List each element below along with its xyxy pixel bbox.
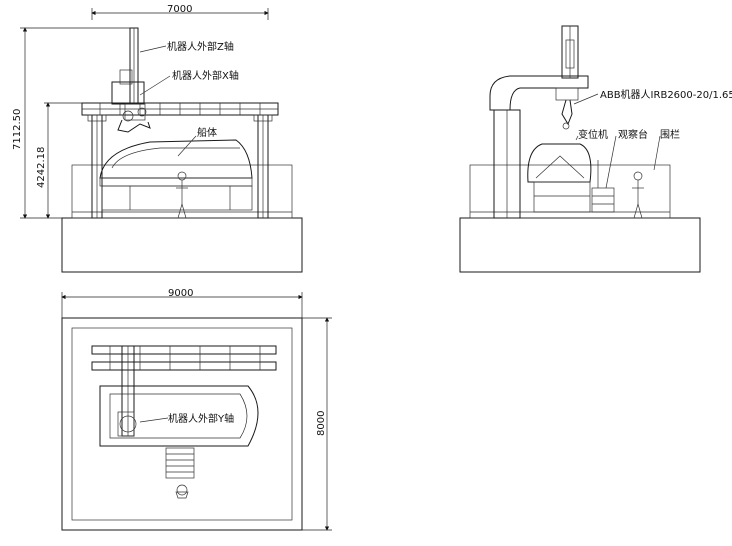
top-stairs bbox=[165, 447, 195, 479]
dim-front-width: 7000 bbox=[167, 4, 192, 15]
side-hull bbox=[527, 143, 592, 183]
label-y-axis: 机器人外部Y轴 bbox=[168, 412, 234, 425]
top-hull bbox=[99, 385, 259, 447]
top-fence bbox=[71, 327, 293, 521]
dim-top-width: 9000 bbox=[168, 288, 193, 299]
side-positioner bbox=[533, 181, 591, 213]
side-operator bbox=[633, 171, 643, 181]
top-x-rail-lower bbox=[91, 361, 277, 371]
front-hull bbox=[99, 139, 253, 179]
side-platform bbox=[591, 187, 615, 213]
top-view: 机器人外部Y轴 9000 8000 bbox=[61, 288, 332, 531]
dim-top-depth: 8000 bbox=[316, 411, 327, 436]
dim-front-height-total: 7112.50 bbox=[12, 109, 23, 150]
label-z-axis: 机器人外部Z轴 bbox=[167, 40, 234, 53]
front-view: 机器人外部Z轴 机器人外部X轴 船体 7000 7112.50 4242.18 bbox=[12, 4, 303, 273]
label-fence: 围栏 bbox=[660, 128, 680, 141]
side-view: ABB机器人IRB2600-20/1.65 变位机 观察台 围栏 bbox=[459, 25, 732, 273]
label-x-axis: 机器人外部X轴 bbox=[172, 69, 239, 82]
top-operator bbox=[176, 484, 188, 496]
label-robot-model: ABB机器人IRB2600-20/1.65 bbox=[600, 88, 732, 101]
front-operator bbox=[177, 171, 187, 181]
top-base bbox=[61, 317, 303, 531]
dim-front-height-rail: 4242.18 bbox=[36, 147, 47, 188]
label-positioner: 变位机 bbox=[578, 128, 608, 141]
side-base bbox=[459, 217, 701, 273]
side-arm-beam bbox=[489, 75, 589, 111]
label-platform: 观察台 bbox=[618, 128, 648, 141]
front-fence bbox=[71, 164, 293, 219]
front-robot-arm bbox=[117, 119, 151, 133]
top-x-rail-upper bbox=[91, 345, 277, 355]
top-robot bbox=[119, 415, 137, 433]
front-base bbox=[61, 217, 303, 273]
label-hull: 船体 bbox=[197, 126, 217, 139]
front-carriage bbox=[111, 81, 145, 105]
side-robot bbox=[561, 99, 573, 126]
